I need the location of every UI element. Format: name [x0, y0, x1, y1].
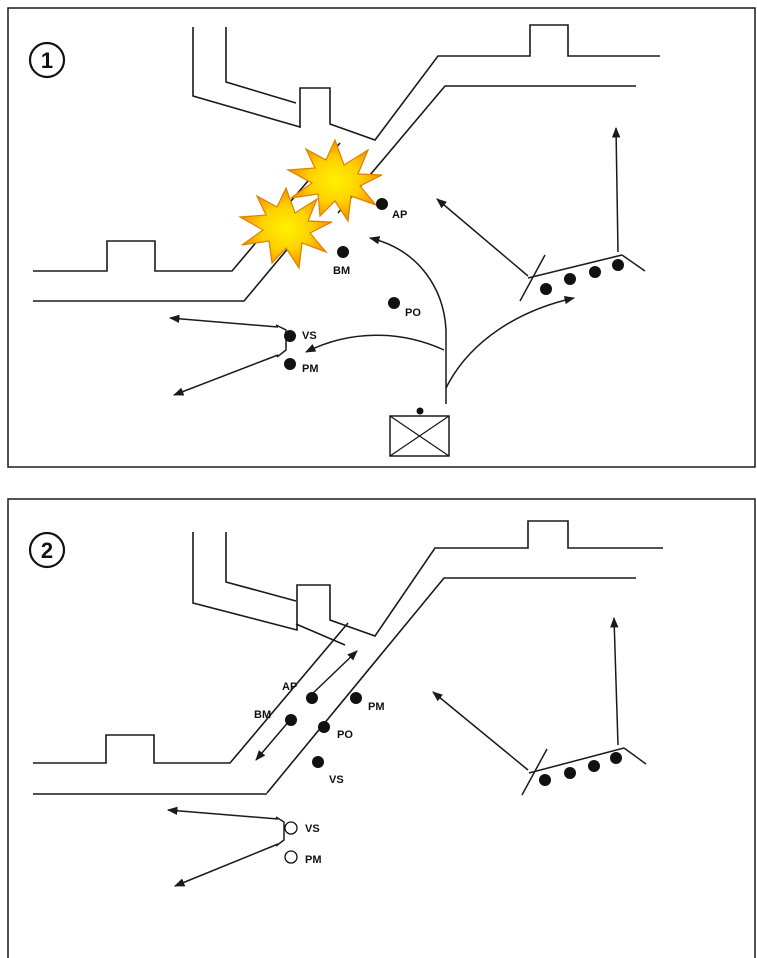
left-group-arrow-lower: [173, 354, 279, 396]
squad-line: [527, 254, 623, 279]
label-po: PO: [337, 729, 353, 741]
movement-arc-to-right: [445, 295, 576, 389]
label-po: PO: [405, 307, 421, 319]
upper-building-inner: [225, 532, 297, 602]
lower-building-upper: [33, 622, 349, 764]
squad-fire-arrow-up: [610, 616, 619, 746]
label-ap: AP: [392, 209, 407, 221]
panel-1-number: 1: [41, 48, 53, 73]
soldier-ap: [306, 692, 318, 704]
left-group: VS PM: [166, 806, 322, 887]
soldier-marker: [610, 752, 622, 764]
squad-line: [528, 747, 625, 774]
left-group-cover: [275, 324, 287, 358]
vehicle-commander-marker: [416, 407, 424, 415]
soldier-pm: [350, 692, 362, 704]
lower-building-upper: [33, 142, 341, 272]
soldier-ap: [376, 198, 388, 210]
diagonal-street-right: [337, 85, 636, 214]
soldier-marker: [588, 760, 600, 772]
label-vs: VS: [329, 774, 344, 786]
upper-building-corner: [295, 623, 346, 646]
soldier-vs: [284, 330, 296, 342]
panel-1-number-badge: 1: [28, 41, 66, 79]
label-vs-hollow: VS: [305, 823, 320, 835]
explosion-icon: [285, 138, 383, 223]
panel-1-frame: [7, 7, 756, 468]
panel-2-frame: [7, 498, 756, 958]
explosion-icon: [237, 186, 333, 270]
upper-building-outer: [192, 520, 663, 637]
squad-cover-left: [519, 254, 546, 302]
squad-cover-right: [621, 254, 646, 272]
soldier-marker: [564, 273, 576, 285]
soldier-marker: [612, 259, 624, 271]
soldier-marker: [564, 767, 576, 779]
upper-building-inner: [225, 27, 297, 104]
upper-building-outer: [192, 24, 660, 141]
left-group-cover: [275, 816, 285, 847]
squad-fire-arrow-left: [432, 691, 529, 771]
label-pm-hollow: PM: [305, 854, 322, 866]
squad-fire-arrow-left: [436, 198, 529, 277]
soldier-po: [388, 297, 400, 309]
soldier-marker: [539, 774, 551, 786]
right-squad: [432, 616, 647, 796]
movement-arc-to-bm: [368, 236, 447, 404]
label-bm: BM: [333, 265, 350, 277]
advance-arrow: [310, 650, 358, 696]
left-group-arrow-lower: [174, 843, 279, 887]
label-vs: VS: [302, 330, 317, 342]
soldier-marker: [540, 283, 552, 295]
movement-arc-to-left: [305, 334, 445, 353]
soldier-marker: [589, 266, 601, 278]
label-pm: PM: [302, 363, 319, 375]
soldier-po: [318, 721, 330, 733]
left-group: VS PM: [168, 314, 319, 396]
soldier-vs: [312, 756, 324, 768]
panel-1-walls: [33, 24, 660, 302]
panel-2: 2 AP BM PM PO VS: [7, 498, 756, 958]
vehicle: [389, 407, 450, 457]
soldier-bm: [285, 714, 297, 726]
squad-cover-right: [623, 747, 647, 765]
panel-2-number: 2: [41, 538, 53, 563]
squad-fire-arrow-up: [611, 126, 621, 253]
soldier-vs-hollow: [284, 821, 298, 835]
label-bm: BM: [254, 709, 271, 721]
label-ap: AP: [282, 681, 297, 693]
panel-1: 1: [7, 7, 756, 468]
soldier-pm-hollow: [284, 850, 298, 864]
panel-2-walls: [33, 520, 663, 795]
diagonal-street-right: [266, 577, 636, 794]
soldier-pm: [284, 358, 296, 370]
left-group-arrow-upper: [168, 314, 279, 328]
panel-2-number-badge: 2: [28, 531, 66, 569]
right-squad: [436, 126, 646, 302]
rear-arrow: [255, 719, 291, 761]
left-group-arrow-upper: [166, 806, 279, 820]
label-pm: PM: [368, 701, 385, 713]
soldier-bm: [337, 246, 349, 258]
